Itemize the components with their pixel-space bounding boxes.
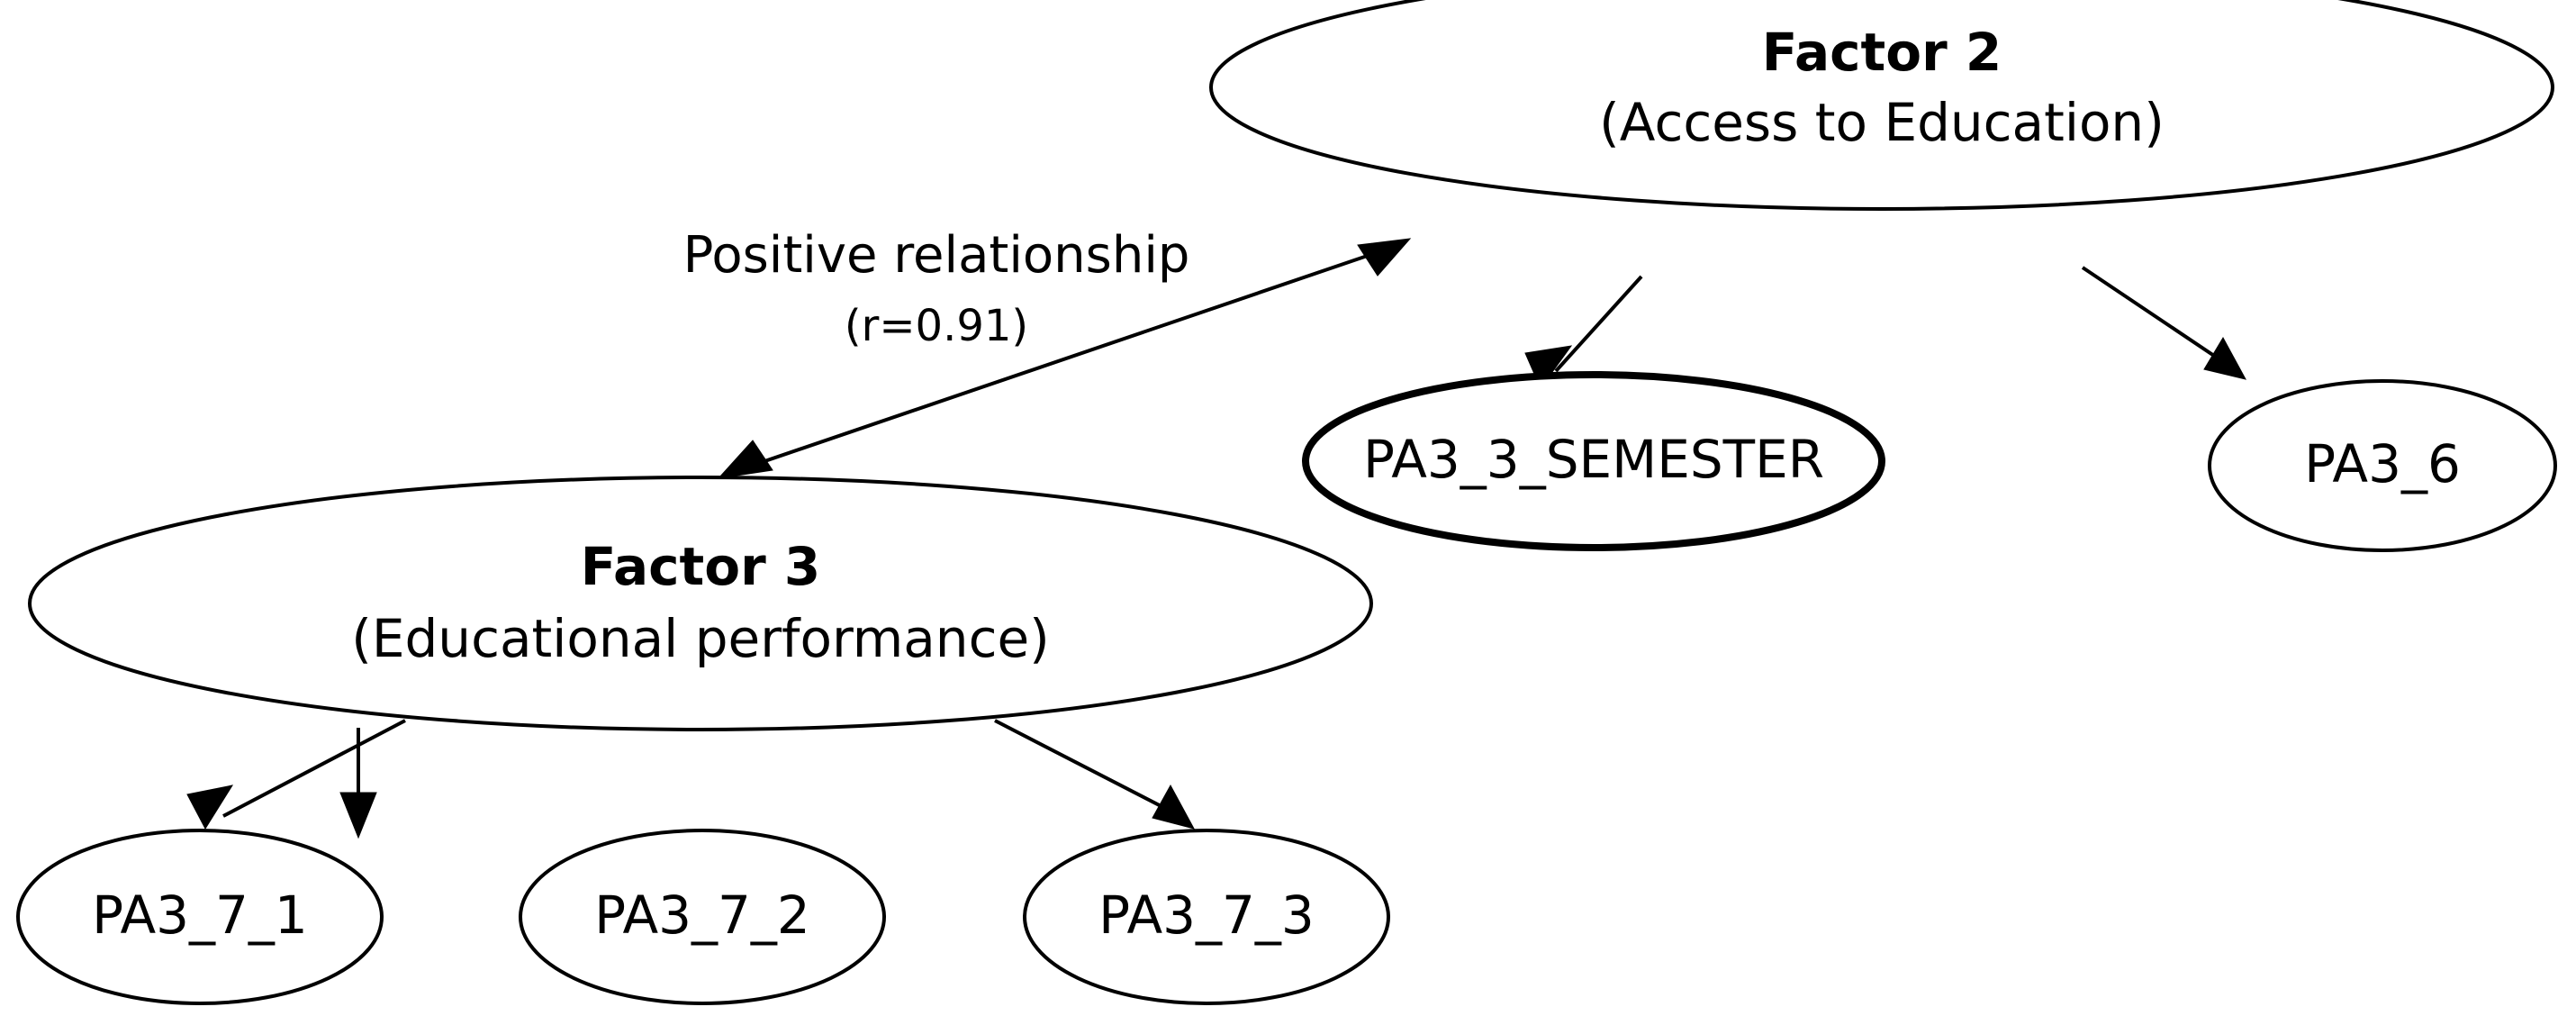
arrowhead-to-pa3-6 (2203, 336, 2246, 380)
node-pa3-3-semester-label: PA3_3_SEMESTER (1363, 429, 1824, 490)
node-factor3[interactable]: Factor 3 (Educational performance) (28, 476, 1373, 731)
node-factor2[interactable]: Factor 2 (Access to Education) (1209, 0, 2554, 211)
node-factor3-ellipse[interactable] (28, 476, 1373, 731)
node-pa3-6-ellipse[interactable] (2208, 379, 2557, 552)
node-pa3-6-label: PA3_6 (2304, 433, 2461, 494)
edge-label-line2: (r=0.91) (845, 301, 1028, 351)
node-pa3-7-2[interactable]: PA3_7_2 (519, 829, 886, 1005)
arrowhead-to-factor3 (717, 440, 773, 479)
node-factor2-title: Factor 2 (1762, 22, 2002, 83)
edge-line-factor2-pa3-3-semester (1554, 275, 1643, 373)
edge-line-factor3-pa3-7-3 (994, 719, 1176, 815)
edge-label-positive-relationship: Positive relationship (r=0.91) (683, 226, 1190, 351)
node-factor2-ellipse[interactable] (1209, 0, 2554, 211)
node-pa3-7-1-ellipse[interactable] (16, 829, 384, 1005)
edge-factor3-factor2 (717, 238, 1412, 479)
node-factor3-subtitle: (Educational performance) (351, 608, 1050, 669)
node-pa3-7-1-label: PA3_7_1 (92, 884, 308, 946)
node-pa3-7-1[interactable]: PA3_7_1 (16, 829, 384, 1005)
node-pa3-6[interactable]: PA3_6 (2208, 379, 2557, 552)
edge-factor3-pa3-7-3 (994, 719, 1195, 830)
arrowhead-to-pa3-7-1 (186, 785, 234, 830)
arrowhead-to-pa3-7-3 (1152, 784, 1195, 830)
node-pa3-7-2-ellipse[interactable] (519, 829, 886, 1005)
node-pa3-3-semester[interactable]: PA3_3_SEMESTER (1302, 371, 1885, 551)
node-pa3-3-semester-ellipse[interactable] (1302, 371, 1885, 551)
arrowhead-to-pa3-7-2 (339, 792, 377, 839)
node-pa3-7-3-label: PA3_7_3 (1098, 884, 1315, 946)
edge-factor3-pa3-7-1 (186, 719, 406, 830)
edge-factor3-pa3-7-2 (339, 728, 377, 839)
node-factor3-title: Factor 3 (581, 536, 820, 597)
node-pa3-7-2-label: PA3_7_2 (594, 884, 810, 946)
node-pa3-7-3[interactable]: PA3_7_3 (1023, 829, 1390, 1005)
edge-line-factor2-pa3-6 (2081, 266, 2229, 367)
edge-label-line1: Positive relationship (683, 226, 1190, 285)
edge-line-factor3-pa3-7-1 (222, 719, 406, 818)
edge-factor2-pa3-6 (2081, 266, 2246, 380)
node-factor2-subtitle: (Access to Education) (1599, 92, 2165, 153)
edge-line-factor3-factor2 (737, 246, 1392, 472)
node-pa3-7-3-ellipse[interactable] (1023, 829, 1390, 1005)
arrowhead-to-factor2 (1357, 238, 1412, 277)
